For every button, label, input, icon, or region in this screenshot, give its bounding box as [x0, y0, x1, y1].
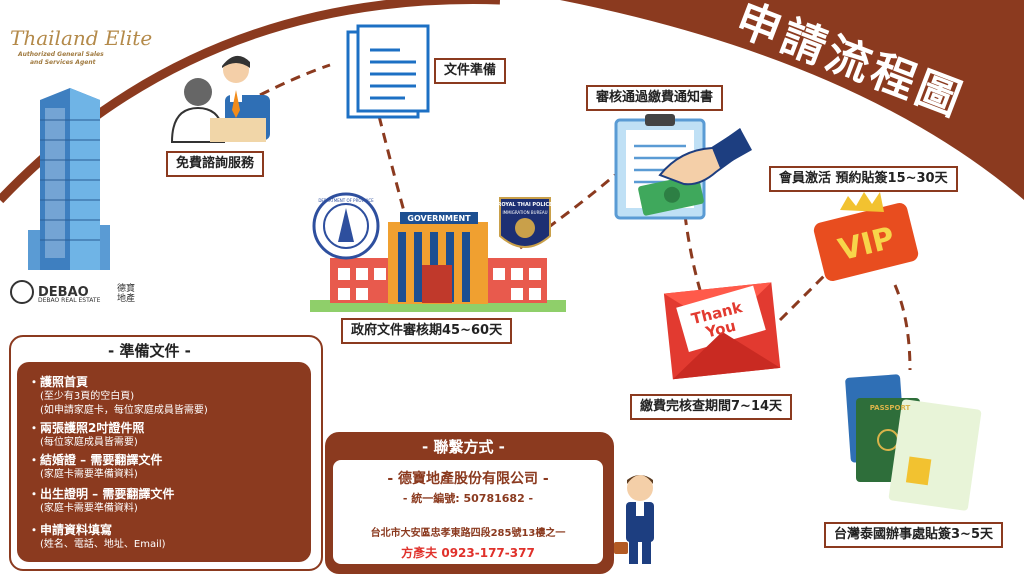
passport-icon: [845, 374, 982, 511]
step-documents: 文件準備: [434, 58, 507, 84]
contact-person-phone[interactable]: 方彥夫 0923-177-377: [401, 546, 535, 560]
document-icon: [346, 24, 430, 119]
prep-documents-title: - 準備文件 -: [108, 342, 191, 360]
prep-item: ・申請資料填寫: [28, 523, 113, 537]
thailand-elite-logo: Thailand Elite: [10, 26, 153, 50]
passport-text: PASSPORT: [870, 404, 911, 412]
thank-you-envelope-icon: [663, 282, 781, 380]
consultation-people-icon: [170, 55, 270, 143]
prep-item-note: (家庭卡需要準備資料): [40, 469, 138, 480]
government-sign-text: GOVERNMENT: [407, 214, 471, 223]
debao-logo-icon: [10, 280, 34, 304]
agency-name-en: DEBAO REAL ESTATE: [38, 297, 101, 304]
businessman-icon: [614, 475, 654, 564]
tax-id: - 統一編號: 50781682 -: [402, 492, 534, 505]
payment-notice-clipboard-icon: [614, 114, 752, 220]
step-activation: 會員激活 預約貼簽15~30天: [769, 166, 958, 192]
contact-details: [333, 460, 603, 564]
immigration-police-badge-icon: [499, 197, 551, 248]
step-visa: 台灣泰國辦事處貼簽3~5天: [824, 522, 1003, 548]
logo-tagline: Authorized General Sales: [18, 51, 104, 58]
prep-item-note: (每位家庭成員皆需要): [40, 437, 138, 448]
department-seal-icon: [312, 192, 380, 260]
agency-name: DEBAO: [38, 285, 89, 300]
skyscraper-icon: [28, 88, 110, 270]
vip-card-icon: [813, 192, 919, 282]
prep-item-note: (姓名、電話、地址、Email): [40, 539, 166, 550]
step-payment-check: 繳費完核查期間7~14天: [630, 394, 793, 420]
prep-item-note: (家庭卡需要準備資料): [40, 503, 138, 514]
logo-tagline: and Services Agent: [30, 59, 96, 66]
step-gov-review: 政府文件審核期45~60天: [341, 318, 513, 344]
government-building-icon: [310, 212, 566, 312]
company-address: 台北市大安區忠孝東路四段285號13樓之一: [370, 528, 566, 539]
step-consult: 免費諮詢服務: [166, 151, 265, 177]
step-approval-notice: 審核通過繳費通知書: [586, 85, 724, 111]
prep-item: ・護照首頁: [28, 375, 89, 389]
seal-text: DEPARTMENT OF PROVINCE: [318, 198, 374, 203]
prep-item: ・兩張護照2吋證件照: [28, 421, 145, 435]
agency-name-zh: 德寶地產: [117, 284, 136, 304]
police-badge-text: ROYAL THAI POLICE: [498, 202, 554, 208]
contact-title: - 聯繫方式 -: [422, 438, 505, 456]
flow-connectors: [259, 63, 912, 371]
prep-item-note: (如申請家庭卡，每位家庭成員皆需要): [40, 405, 208, 416]
company-name: - 德寶地產股份有限公司 -: [387, 471, 549, 487]
prep-item: ・出生證明 – 需要翻譯文件: [28, 487, 175, 501]
title-banner: [560, 0, 1024, 200]
prep-item-note: (至少有3頁的空白頁): [40, 391, 135, 402]
prep-documents-list: [17, 362, 311, 562]
police-sub-text: IMMIGRATION BUREAU: [502, 210, 547, 215]
prep-item: ・結婚證 – 需要翻譯文件: [28, 453, 163, 467]
